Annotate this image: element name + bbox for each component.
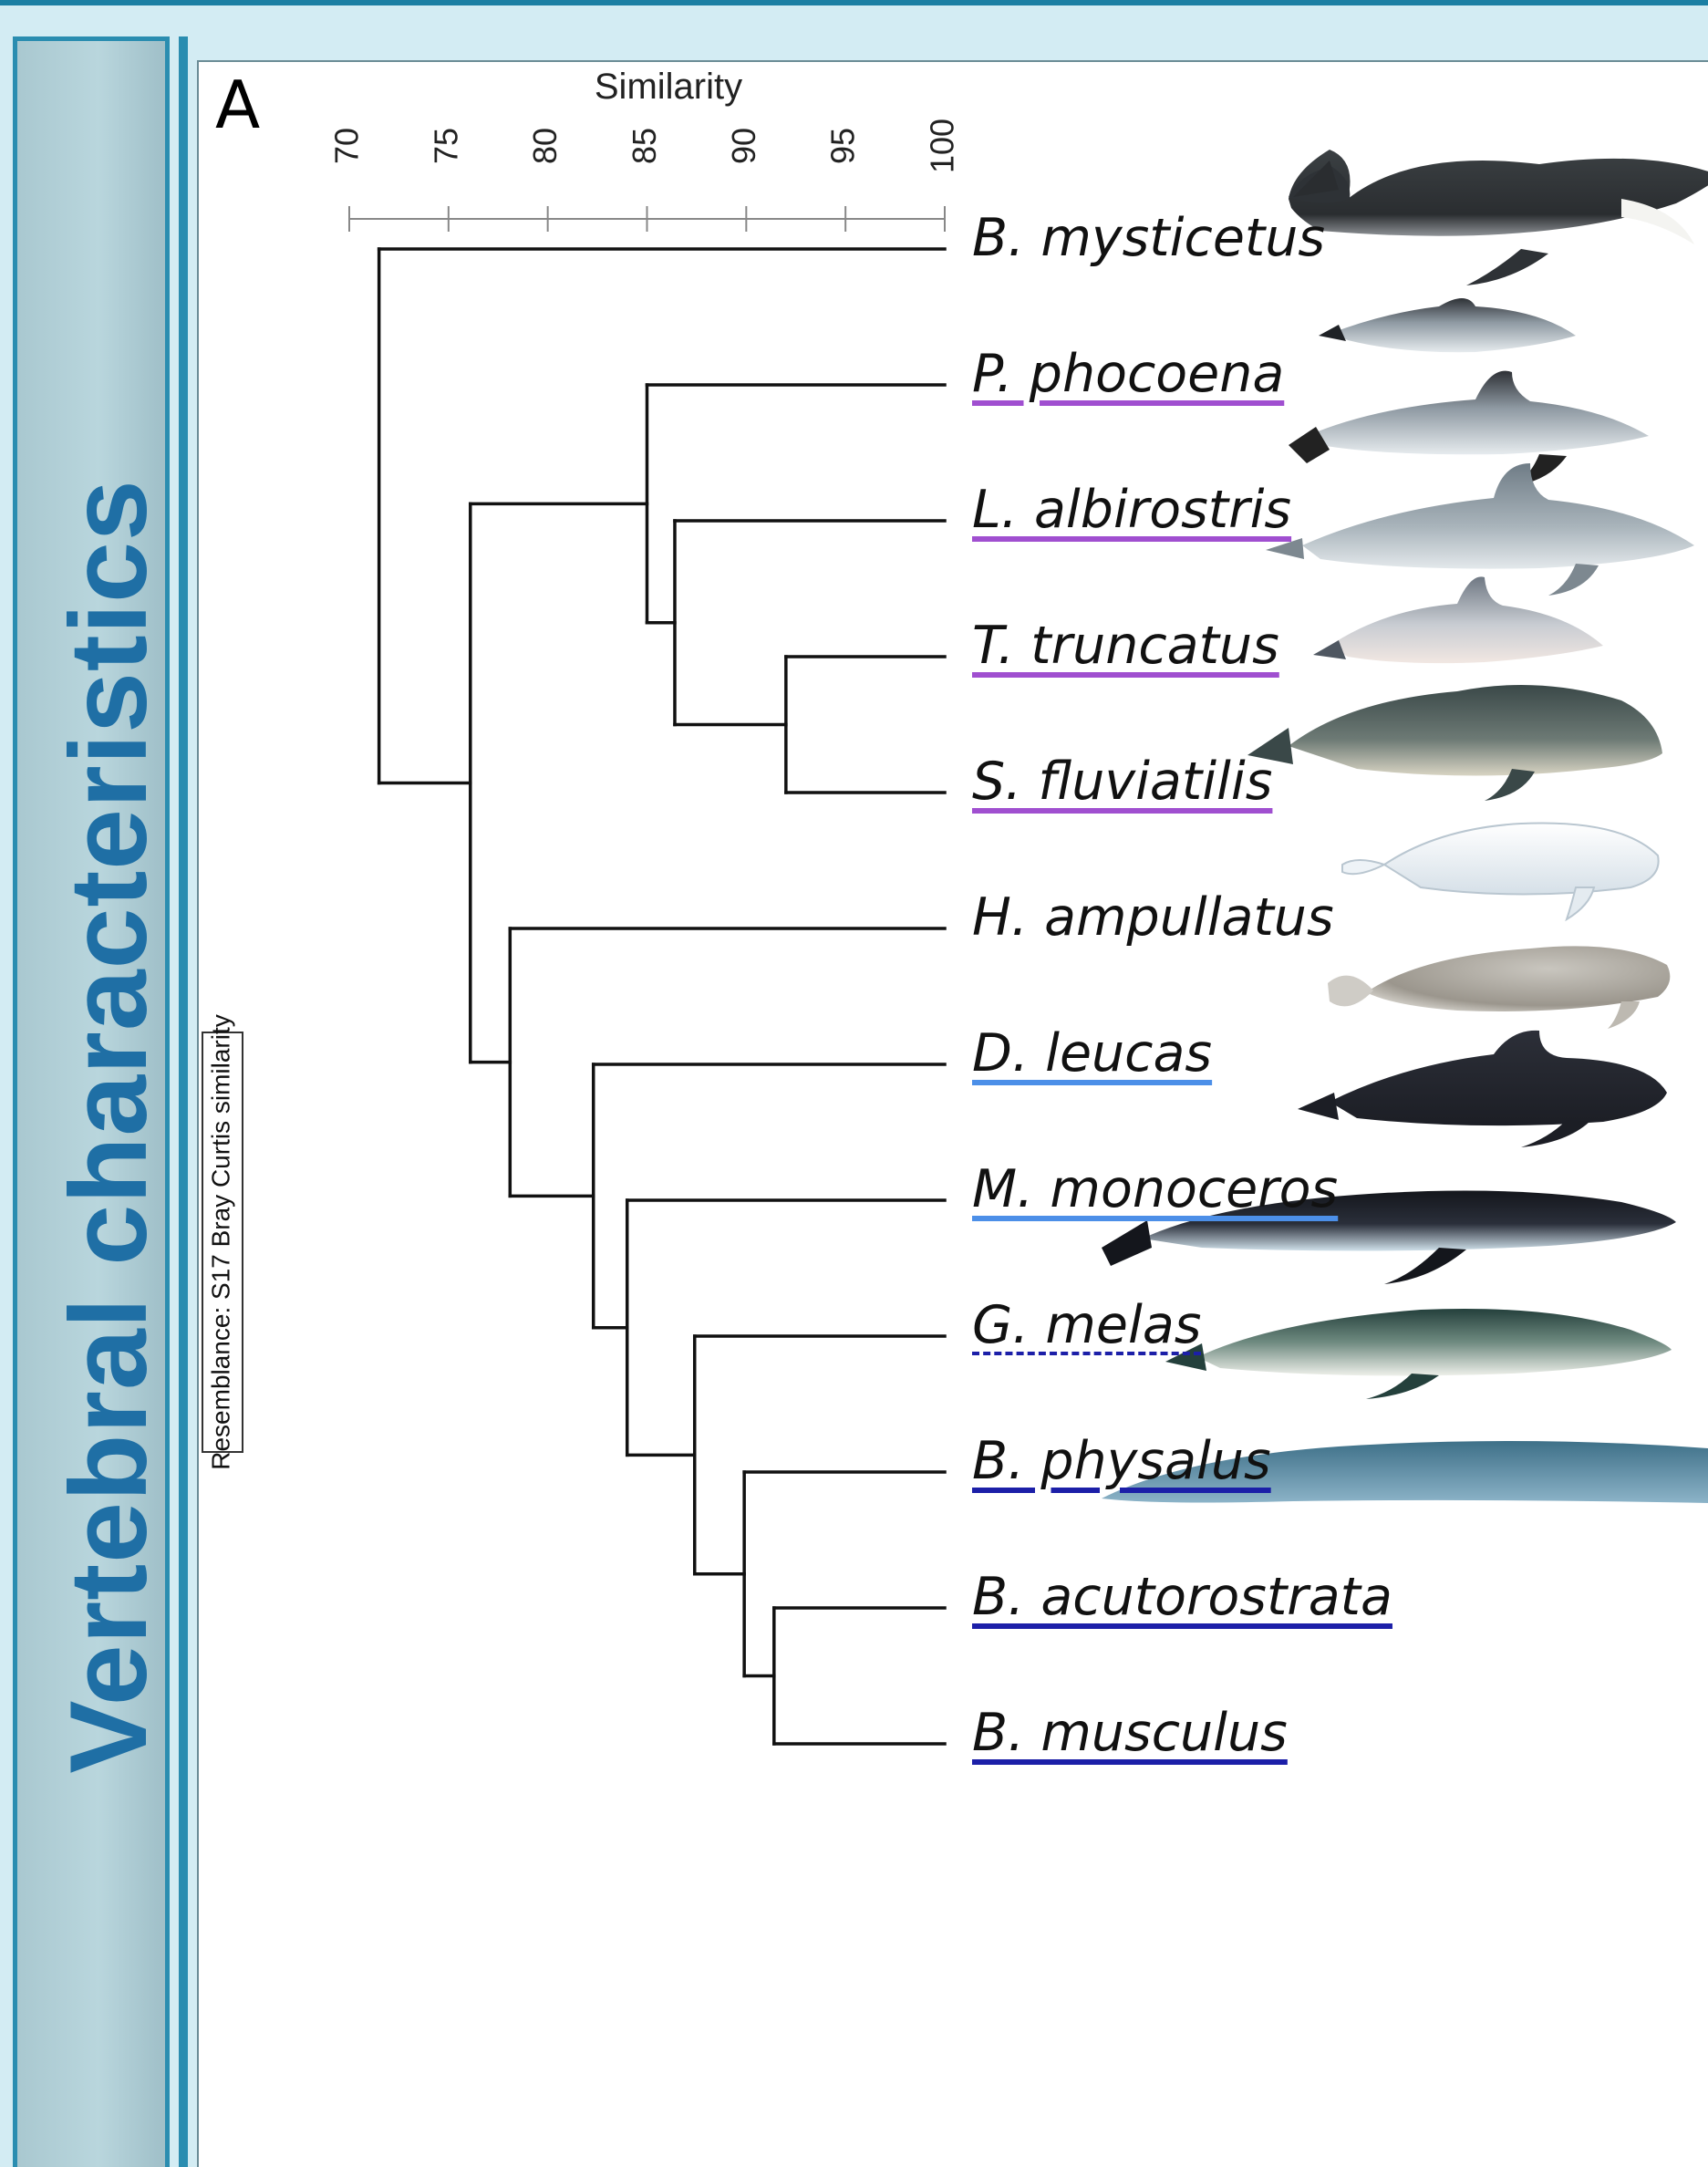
side-title: Vertebral characteristics: [46, 479, 171, 1773]
side-title-panel: Vertebral characteristics: [13, 36, 170, 2167]
axis-tick-label: 95: [824, 128, 862, 164]
dendrogram-tree: [379, 249, 945, 1744]
bottlenose-whale-icon: [1247, 685, 1662, 801]
panel-letter: A: [215, 67, 260, 143]
pilot-whale-icon: [1298, 1031, 1667, 1147]
species-label: D. leucas: [972, 1028, 1212, 1080]
species-label: B. physalus: [972, 1436, 1271, 1488]
species-label: L. albirostris: [972, 484, 1291, 536]
minke-whale-icon: [1165, 1309, 1672, 1399]
species-label: G. melas: [972, 1300, 1201, 1352]
species-label: M. monoceros: [972, 1164, 1338, 1216]
axis-tick-label: 100: [924, 119, 961, 173]
accent-strip: [179, 36, 188, 2167]
white-beaked-dolphin-icon: [1289, 371, 1649, 486]
axis-tick-label: 85: [626, 128, 663, 164]
blue-whale-icon: [1102, 1441, 1708, 2167]
resemblance-caption: Resemblance: S17 Bray Curtis similarity: [202, 1014, 243, 1470]
axis-tick-label: 80: [526, 128, 564, 164]
axis-tick-label: 70: [328, 128, 366, 164]
species-label: P. phocoena: [972, 348, 1284, 400]
species-label: B. mysticetus: [972, 213, 1325, 264]
axis-tick-label: 75: [427, 128, 464, 164]
beluga-icon: [1342, 823, 1659, 919]
harbour-porpoise-icon: [1319, 298, 1576, 352]
species-label: B. musculus: [972, 1707, 1288, 1759]
bowhead-whale-icon: [1289, 150, 1708, 285]
species-label: H. ampullatus: [972, 892, 1334, 944]
bottlenose-dolphin-icon: [1266, 463, 1694, 596]
species-label: T. truncatus: [972, 620, 1279, 672]
species-label: S. fluviatilis: [972, 756, 1272, 808]
dendrogram-panel: A Similarity 70 75 80 85 90 95 100: [197, 60, 1708, 2167]
narwhal-icon: [1328, 946, 1670, 1029]
axis-tick-label: 90: [725, 128, 762, 164]
axis: 70 75 80 85 90 95 100: [328, 119, 961, 232]
resemblance-text: Resemblance: S17 Bray Curtis similarity: [206, 1014, 234, 1470]
axis-title: Similarity: [595, 67, 742, 107]
dendrogram-svg: A Similarity 70 75 80 85 90 95 100: [199, 62, 1708, 2167]
species-label: B. acutorostrata: [972, 1571, 1392, 1623]
